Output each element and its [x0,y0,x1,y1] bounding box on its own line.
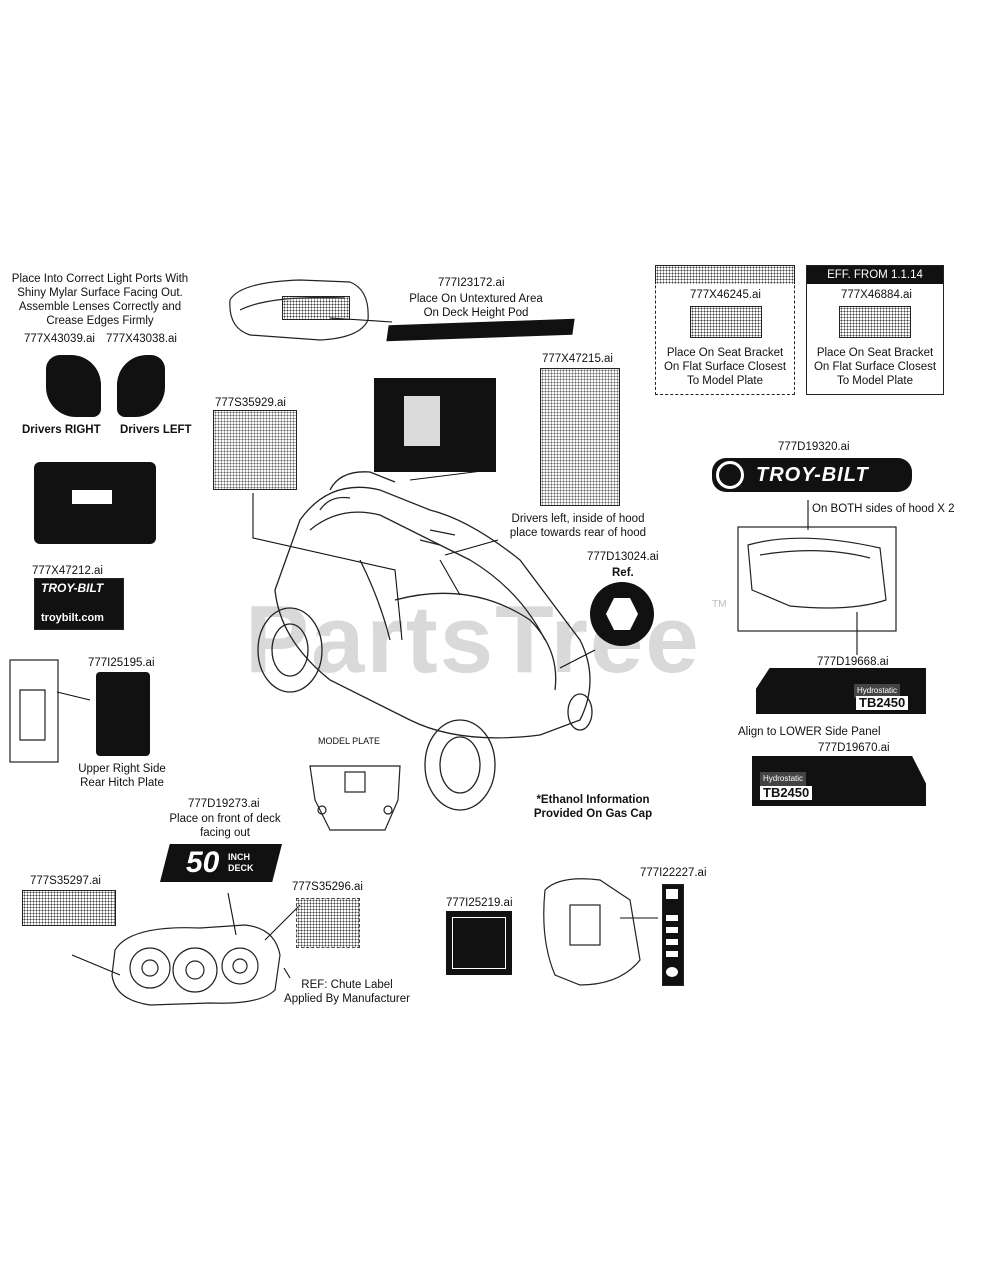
dash-part: 777S35929.ai [215,397,286,409]
cap-part: 777D13024.ai [587,551,659,563]
side-lower-decal: Hydrostatic TB2450 [752,756,926,806]
seat-label-a-thumb [690,306,762,338]
side-upper-part: 777D19668.ai [817,656,889,668]
hitch-decal [96,672,150,756]
tractor-outline [257,471,593,811]
lens-right-part: 777X43038.ai [106,333,177,345]
deck-pod-part: 777I23172.ai [438,277,505,289]
model-lower: TB2450 [760,786,813,800]
hood-drawing [737,526,897,632]
side-upper-decal: Hydrostatic TB2450 [756,668,926,714]
fuel-part: 777I25219.ai [446,897,513,909]
cap-ref: Ref. [612,567,634,579]
hood-emblem-part: 777X47212.ai [32,565,103,577]
deck-warn-decal [22,890,116,926]
hood-emblem-panel [34,462,156,544]
seat-part-b: 777X46884.ai [841,289,912,301]
fuel-decal [446,911,512,975]
hitch-part: 777I25195.ai [88,657,155,669]
hood-logo-note: On BOTH sides of hood X 2 [812,503,955,515]
watermark-trademark: TM [712,599,727,610]
hood-inside-photo [374,378,496,472]
hitch-drawing [9,659,59,763]
troybilt-url: troybilt.com [41,612,104,624]
lens-right-decal [46,355,101,417]
gas-cap-decal [590,582,654,646]
model-plate-drawing [309,765,401,831]
deck-warn-decal-b [296,898,360,948]
hydrostatic-lower: Hydrostatic [760,772,807,786]
throttle-part: 777I22227.ai [640,867,707,879]
hood-inside-decal [540,368,620,506]
deck-warn-part-b: 777S35296.ai [292,881,363,893]
lens-left-part: 777X43039.ai [24,333,95,345]
deck-pod-decal [282,296,350,320]
side-lower-part: 777D19670.ai [818,742,890,754]
deck-warn-part: 777S35297.ai [30,875,101,887]
deck-drawing [111,924,281,1006]
model-plate-label: MODEL PLATE [318,736,381,746]
throttle-decal [662,884,684,986]
troybilt-hood-logo: TROY-BILT [712,458,912,492]
deck-front-part: 777D19273.ai [188,798,260,810]
troybilt-small-badge: TROY-BILT troybilt.com [34,578,124,630]
drivers-right-label: Drivers RIGHT [22,424,101,436]
troybilt-small-text: TROY-BILT [41,581,104,595]
seat-label-b-thumb [839,306,911,338]
engine-drawing [543,878,641,986]
seat-label-b: EFF. FROM 1.1.14 777X46884.ai Place On S… [806,265,944,395]
hood-inside-part: 777X47215.ai [542,353,613,365]
troybilt-hood-text: TROY-BILT [756,464,869,486]
side-note: Align to LOWER Side Panel [738,726,881,738]
hydrostatic-upper: Hydrostatic [854,684,901,698]
seat-part-a: 777X46245.ai [690,289,761,301]
drivers-left-label: Drivers LEFT [120,424,192,436]
dash-decal [213,410,297,490]
lens-left-decal [117,355,165,417]
model-upper: TB2450 [856,696,909,710]
hood-logo-part: 777D19320.ai [778,441,850,453]
deck-size-number: 50 [186,846,220,879]
seat-eff-header: EFF. FROM 1.1.14 [807,266,943,284]
